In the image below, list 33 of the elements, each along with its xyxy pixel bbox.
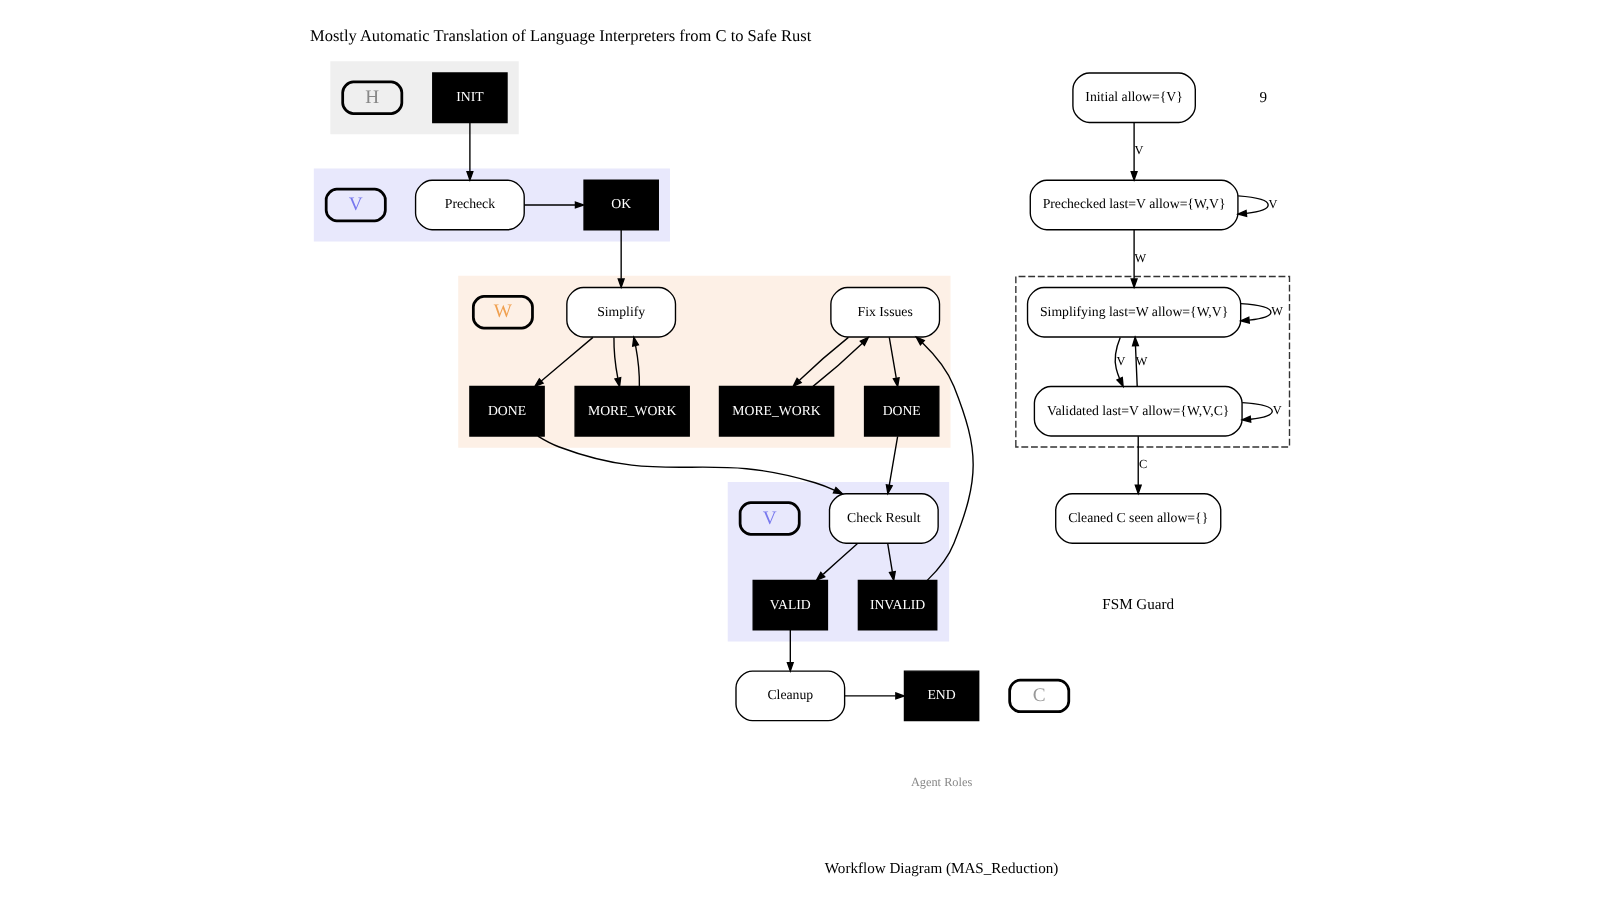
- arrow: [465, 122, 473, 183]
- arrow: [522, 201, 585, 209]
- node-box: W: [470, 295, 533, 330]
- node-box: C: [1007, 678, 1070, 714]
- arrow: [884, 435, 898, 496]
- arrow: [1235, 195, 1268, 218]
- arrow: [886, 543, 896, 583]
- arrow: [1133, 435, 1142, 496]
- node-box: V: [737, 501, 800, 536]
- arrow: [616, 229, 625, 290]
- cluster: [329, 61, 518, 135]
- arrow: [1113, 336, 1123, 389]
- arrow: [814, 543, 857, 582]
- node-box: V: [323, 187, 386, 223]
- arrow: [1130, 335, 1139, 388]
- label: Workflow Diagram (MAS_Reduction): [823, 859, 1058, 878]
- arrow: [785, 629, 794, 673]
- arrow: [532, 336, 593, 388]
- arrow: [1237, 302, 1271, 324]
- arrow: [1129, 122, 1137, 183]
- arrow: [1239, 401, 1272, 423]
- arrow: [1129, 229, 1137, 290]
- label: FSM Guard: [1101, 594, 1174, 613]
- node-box: H: [340, 80, 403, 115]
- arrow: [913, 335, 973, 582]
- arrow: [790, 336, 849, 388]
- arrow: [630, 335, 640, 388]
- arrow: [811, 335, 869, 388]
- label: 9: [1258, 87, 1267, 106]
- arrow: [612, 336, 621, 389]
- arrow: [536, 435, 844, 495]
- arrow: [842, 692, 906, 700]
- arrow: [887, 336, 899, 389]
